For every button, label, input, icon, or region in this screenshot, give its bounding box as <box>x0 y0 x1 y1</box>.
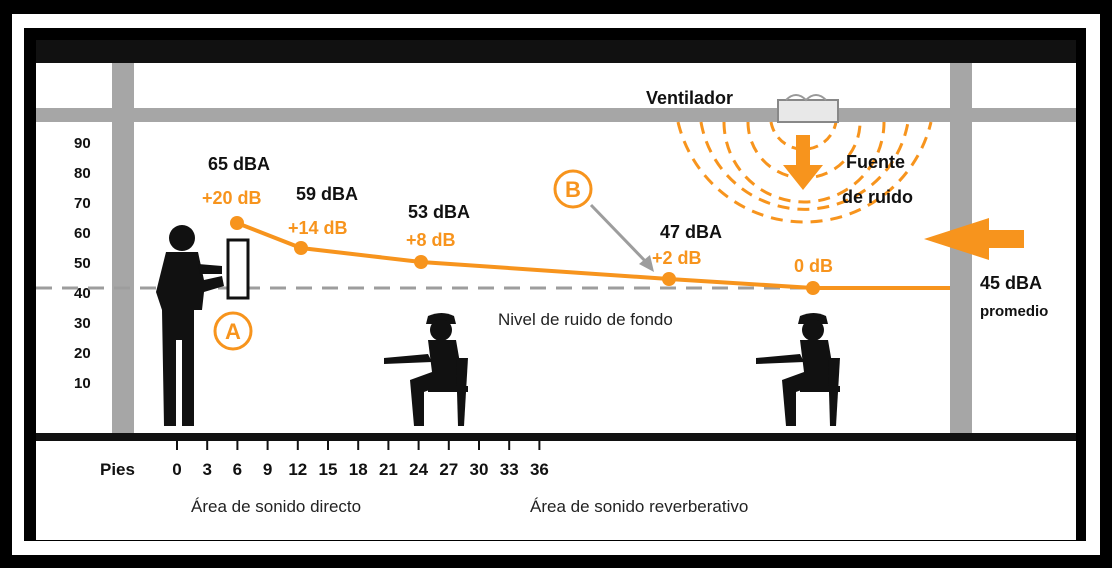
reverb-area-label: Área de sonido reverberativo <box>530 497 748 516</box>
left-arrow-icon <box>924 218 1024 260</box>
source-label-line2: de ruido <box>842 187 913 207</box>
seated-person-icon <box>756 313 840 426</box>
x-tick-label: 24 <box>409 460 428 479</box>
fan-icon <box>777 94 839 123</box>
level-point <box>662 272 676 286</box>
marker-b: B <box>553 169 654 272</box>
point-dba-label: 53 dBA <box>408 202 470 222</box>
x-tick-label: 3 <box>202 460 211 479</box>
y-axis: 90 80 70 60 50 40 30 20 10 <box>74 135 91 392</box>
point-delta-label: +2 dB <box>652 248 702 268</box>
direct-area-label: Área de sonido directo <box>191 497 361 516</box>
x-tick-label: 27 <box>439 460 458 479</box>
level-point <box>294 241 308 255</box>
x-tick-label: 0 <box>172 460 181 479</box>
y-tick: 40 <box>74 285 91 302</box>
svg-text:A: A <box>225 319 241 344</box>
svg-text:B: B <box>565 177 581 202</box>
level-point <box>806 281 820 295</box>
marker-a: A <box>213 311 253 351</box>
x-tick-label: 33 <box>500 460 519 479</box>
point-delta-label: 0 dB <box>794 256 833 276</box>
level-point <box>414 255 428 269</box>
y-tick: 80 <box>74 165 91 182</box>
y-tick: 10 <box>74 375 91 392</box>
point-delta-label: +8 dB <box>406 230 456 250</box>
diagram-panel: 90 80 70 60 50 40 30 20 10 Ventilador Fu… <box>36 40 1076 540</box>
left-column <box>112 63 134 433</box>
y-tick: 50 <box>74 255 91 272</box>
average-value: 45 dBA <box>980 273 1042 293</box>
down-arrow-icon <box>783 135 823 190</box>
average-label: promedio <box>980 303 1048 320</box>
noise-diagram: 90 80 70 60 50 40 30 20 10 Ventilador Fu… <box>36 40 1076 516</box>
point-dba-label: 47 dBA <box>660 222 722 242</box>
source-label-line1: Fuente <box>846 152 905 172</box>
point-delta-label: +14 dB <box>288 218 348 238</box>
fan-label: Ventilador <box>646 88 733 108</box>
ceiling-beam <box>36 108 1076 122</box>
x-tick-label: 12 <box>288 460 307 479</box>
level-line <box>236 221 950 290</box>
point-delta-label: +20 dB <box>202 188 262 208</box>
ground-line <box>36 433 1076 441</box>
x-axis-label: Pies <box>100 460 135 479</box>
y-tick: 20 <box>74 345 91 362</box>
x-tick-label: 9 <box>263 460 272 479</box>
level-point <box>230 216 244 230</box>
seated-person-icon <box>384 313 468 426</box>
x-tick-label: 15 <box>319 460 338 479</box>
point-dba-label: 59 dBA <box>296 184 358 204</box>
x-tick-marks <box>176 441 541 450</box>
x-tick-label: 18 <box>349 460 368 479</box>
x-tick-label: 30 <box>470 460 489 479</box>
point-dba-label: 65 dBA <box>208 154 270 174</box>
ceiling-band <box>36 40 1076 63</box>
y-tick: 30 <box>74 315 91 332</box>
x-tick-label: 6 <box>233 460 242 479</box>
y-tick: 60 <box>74 225 91 242</box>
standing-person-icon <box>156 225 250 426</box>
x-tick-label: 36 <box>530 460 549 479</box>
y-tick: 70 <box>74 195 91 212</box>
background-level-label: Nivel de ruido de fondo <box>498 310 673 329</box>
x-tick-label: 21 <box>379 460 398 479</box>
y-tick: 90 <box>74 135 91 152</box>
